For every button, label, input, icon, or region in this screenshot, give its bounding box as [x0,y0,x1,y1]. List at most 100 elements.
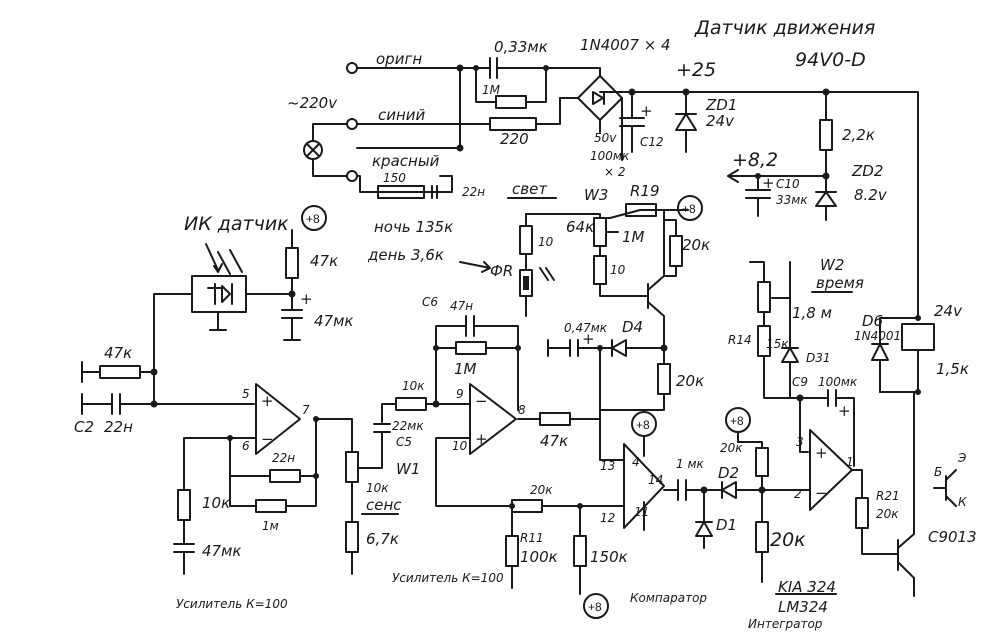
wire-red-label: красный [372,152,440,170]
relay-coil [901,323,935,351]
resistor-47k-left [99,365,141,379]
c9-value: 100мк [818,375,858,389]
comparator-section: +8 13 12 14 4 11 20к R11 100к 150к +8 Ко… [505,407,806,619]
c10-cap: 33мк [776,193,808,207]
r11-name: R11 [520,531,544,545]
c9-plus: + [838,402,851,420]
d6-name: D6 [862,312,883,330]
c12-cap: 100мк [590,149,630,163]
ir-sensor-label: ИК датчик [184,213,289,235]
amp2-plus-wire [435,437,513,507]
svet-label: свет [512,180,548,198]
r21-name: R21 [876,489,900,503]
cap-47mk-amp1 [173,519,195,575]
c12-mult: × 2 [604,165,626,179]
w3-name: W3 [584,186,608,204]
plus8-badge-comp-b [583,593,609,619]
cap-47mk [281,293,303,341]
opamp2-minus: − [475,392,488,410]
plus82-arrow [727,169,827,183]
relay-res: 1,5к [936,360,969,378]
plus8-badge-light [677,195,703,221]
resistor-1m-mains-label: 1М [482,83,501,97]
resistor-r19 [625,203,657,217]
ir-sensor-section: ИК датчик +8 47к + 47мк 47к C2 22н + − [74,205,353,611]
ir-sensor-box [191,275,247,313]
light-arrows-icon [539,267,555,281]
c047-label: 0,47мк [564,321,608,335]
chip-lm: LM324 [778,598,828,616]
opamp1-minus: − [261,430,274,448]
r20k-amp2-label: 20к [676,372,704,390]
pot-w3 [593,217,607,247]
d1-label: D1 [716,516,737,534]
cap-c5 [357,413,391,469]
caption-amp2: Усилитель К=100 [392,571,504,585]
c2-name: C2 [74,418,94,436]
transistor-light [647,225,665,349]
ir-arrows-icon [205,243,243,275]
light-sensor-section: свет ночь 135к день 3,6к ФR W3 64к R19 1… [367,180,710,349]
mains-voltage-label: ~220v [287,94,338,112]
w2-name: W2 [820,256,844,274]
pin-3: 3 [796,435,804,449]
transistor-pinout-symbol [933,469,957,507]
r20k-comp-label: 20к [530,483,553,497]
w1-value: 10к [366,481,389,495]
pot-w2 [757,281,771,313]
resistor-1m-amp2 [455,341,487,355]
cap-033 [459,57,547,79]
amp1-out [315,418,353,453]
d6-value: 1N4001 [854,329,901,343]
noch-label: ночь 135к [374,218,453,236]
d4-label: D4 [622,318,643,336]
pin-4: 4 [632,455,640,469]
w1-name: W1 [396,460,420,478]
pin-5: 5 [242,387,250,401]
resistor-2k2 [819,119,833,151]
vremya-label: время [816,274,864,292]
cap-22n-label: 22н [462,185,485,199]
lamp-cross [306,143,320,157]
r100k-label: 100к [520,548,558,566]
diode-d31 [781,297,799,399]
r14-name: R14 [728,333,752,347]
pin-1: 1 [846,455,854,469]
zd2-volt: 8.2v [854,186,888,204]
board-code: 94V0-D [795,49,866,71]
integ-minus: − [815,484,828,502]
pin-6: 6 [242,439,250,453]
pin-k: К [958,495,967,509]
cap-033-label: 0,33мк [494,38,548,56]
c1mk-label: 1 мк [676,457,705,471]
pin-14: 14 [648,473,663,487]
r20k-b-label: 20к [720,441,743,455]
c22n-fb-label: 22н [272,451,295,465]
plus8-comp-text: +8 [636,418,650,432]
bridge-label: 1N4007 × 4 [580,36,671,54]
integ-plus: + [815,444,828,462]
resistor-220 [489,117,537,131]
pin-b: Б [934,465,942,479]
den-arrow [459,261,491,273]
caption-amp1: Усилитель К=100 [176,597,288,611]
plus8-badge-sensor [301,205,327,231]
relay-bottom [879,349,919,393]
r21-leads [851,469,899,555]
cap-c10 [745,175,771,217]
r6k7-label: 6,7к [366,530,399,548]
r20k-light-label: 20к [682,236,710,254]
r47k-amp2-label: 47к [540,432,568,450]
resistor-r21 [855,497,869,529]
resistor-10-b [593,255,607,285]
resistor-r11 [505,535,519,567]
cap-c9 [799,389,855,467]
resistor-220-label: 220 [500,130,529,148]
power-supply-section: +25 + 50v 100мк × 2 C12 ZD1 24v 2,2к +8,… [590,59,919,299]
diagram-title: Датчик движения [694,17,875,39]
transistor-output [897,391,915,597]
zener-zd1 [675,91,697,153]
c6-name: C6 [422,295,438,309]
pin-7: 7 [302,403,310,417]
